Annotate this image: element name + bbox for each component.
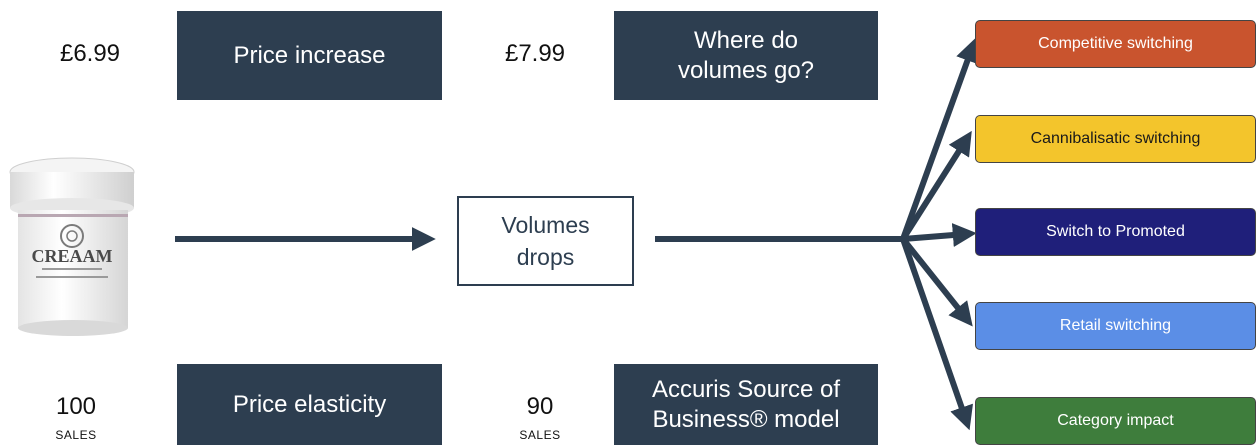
price-after: £7.99 xyxy=(504,40,566,67)
outcome-cannibalisatic-switching: Cannibalisatic switching xyxy=(975,115,1256,163)
source-of-business-label: Accuris Source of Business® model xyxy=(651,375,841,433)
outcome-label: Cannibalisatic switching xyxy=(1030,130,1201,147)
price-elasticity-label: Price elasticity xyxy=(232,390,387,418)
cream-jar-image: CREAAM xyxy=(9,157,135,336)
volumes-drops-box: Volumes drops xyxy=(457,196,634,286)
arrow-to-competitive xyxy=(900,37,979,241)
arrow-to-cannibalisatic xyxy=(900,130,972,241)
arrow-to-retail xyxy=(900,237,973,327)
outcome-label: Retail switching xyxy=(1059,317,1172,334)
outcome-category-impact: Category impact xyxy=(975,397,1256,445)
sales-before-unit: SALES xyxy=(55,428,97,442)
price-elasticity-box: Price elasticity xyxy=(177,364,442,445)
sales-before-count: 100 xyxy=(55,393,97,420)
where-volumes-box: Where do volumes go? xyxy=(614,11,878,100)
jar-label: CREAAM xyxy=(32,246,113,266)
arrow-to-category xyxy=(900,238,973,431)
price-before: £6.99 xyxy=(59,40,121,67)
price-increase-label: Price increase xyxy=(233,41,386,69)
arrow-to-promoted xyxy=(902,223,977,248)
sales-after-unit: SALES xyxy=(519,428,561,442)
outcome-label: Category impact xyxy=(1057,412,1174,429)
sales-after-count: 90 xyxy=(526,393,554,420)
source-of-business-box: Accuris Source of Business® model xyxy=(614,364,878,445)
price-increase-box: Price increase xyxy=(177,11,442,100)
volumes-drops-label: Volumes drops xyxy=(501,212,590,270)
outcome-label: Competitive switching xyxy=(1038,35,1193,52)
outcome-competitive-switching: Competitive switching xyxy=(975,20,1256,68)
outcome-retail-switching: Retail switching xyxy=(975,302,1256,350)
outcome-switch-to-promoted: Switch to Promoted xyxy=(975,208,1256,256)
where-volumes-label: Where do volumes go? xyxy=(677,26,815,84)
outcome-label: Switch to Promoted xyxy=(1046,223,1185,240)
